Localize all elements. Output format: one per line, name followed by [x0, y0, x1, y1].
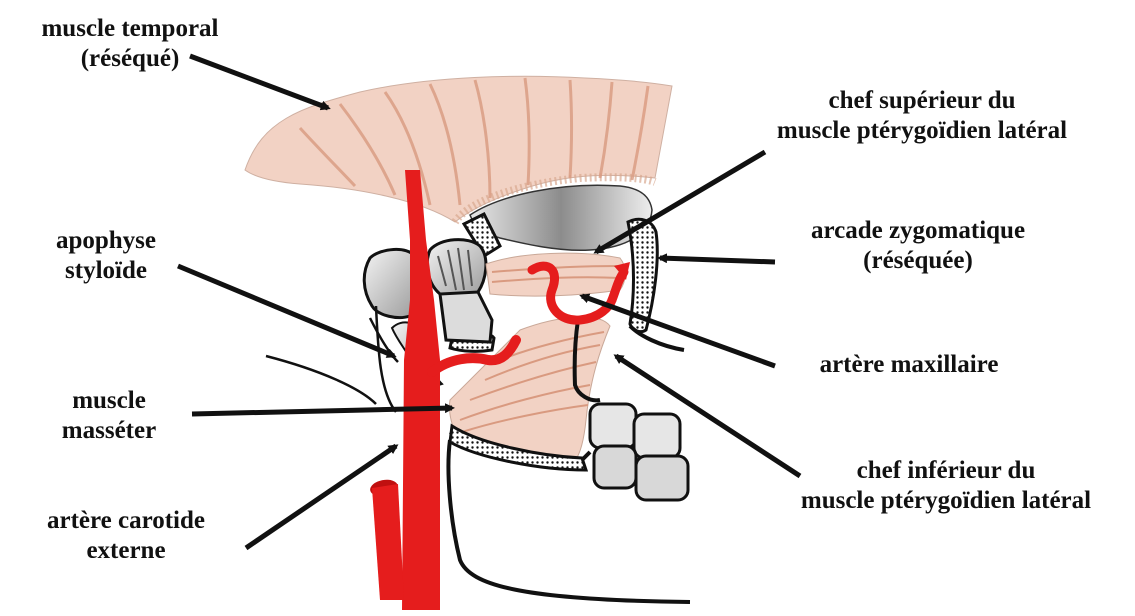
- label-masseter-muscle: muscle masséter: [36, 386, 182, 446]
- label-pterygoid-inf-line1: chef inférieur du: [766, 456, 1126, 486]
- label-carotid-line2: externe: [10, 536, 242, 566]
- label-styloid-line2: styloïde: [20, 256, 192, 286]
- label-pterygoid-sup-line2: muscle ptérygoïdien latéral: [732, 116, 1112, 146]
- neck-outline: [266, 306, 398, 412]
- label-masseter-line2: masséter: [36, 416, 182, 446]
- label-external-carotid: artère carotide externe: [10, 506, 242, 566]
- label-temporal-line2: (réséqué): [6, 44, 254, 74]
- label-masseter-line1: muscle: [36, 386, 182, 416]
- label-pterygoid-inferior: chef inférieur du muscle ptérygoïdien la…: [766, 456, 1126, 516]
- label-temporal-muscle: muscle temporal (réséqué): [6, 14, 254, 74]
- label-styloid-process: apophyse styloïde: [20, 226, 192, 286]
- label-maxillary-line1: artère maxillaire: [784, 350, 1034, 380]
- teeth: [590, 404, 688, 500]
- label-styloid-line1: apophyse: [20, 226, 192, 256]
- label-pterygoid-sup-line1: chef supérieur du: [732, 86, 1112, 116]
- label-carotid-line1: artère carotide: [10, 506, 242, 536]
- arrow-styloid: [178, 266, 394, 356]
- label-temporal-line1: muscle temporal: [6, 14, 254, 44]
- arrow-maxillary: [582, 296, 775, 366]
- mandibular-condyle: [427, 240, 492, 342]
- label-maxillary-artery: artère maxillaire: [784, 350, 1034, 380]
- label-pterygoid-superior: chef supérieur du muscle ptérygoïdien la…: [732, 86, 1112, 146]
- label-pterygoid-inf-line2: muscle ptérygoïdien latéral: [766, 486, 1126, 516]
- label-zygomatic-arch: arcade zygomatique (réséquée): [782, 216, 1054, 276]
- arrow-zygomatic: [660, 258, 775, 262]
- label-zygomatic-line2: (réséquée): [782, 246, 1054, 276]
- label-zygomatic-line1: arcade zygomatique: [782, 216, 1054, 246]
